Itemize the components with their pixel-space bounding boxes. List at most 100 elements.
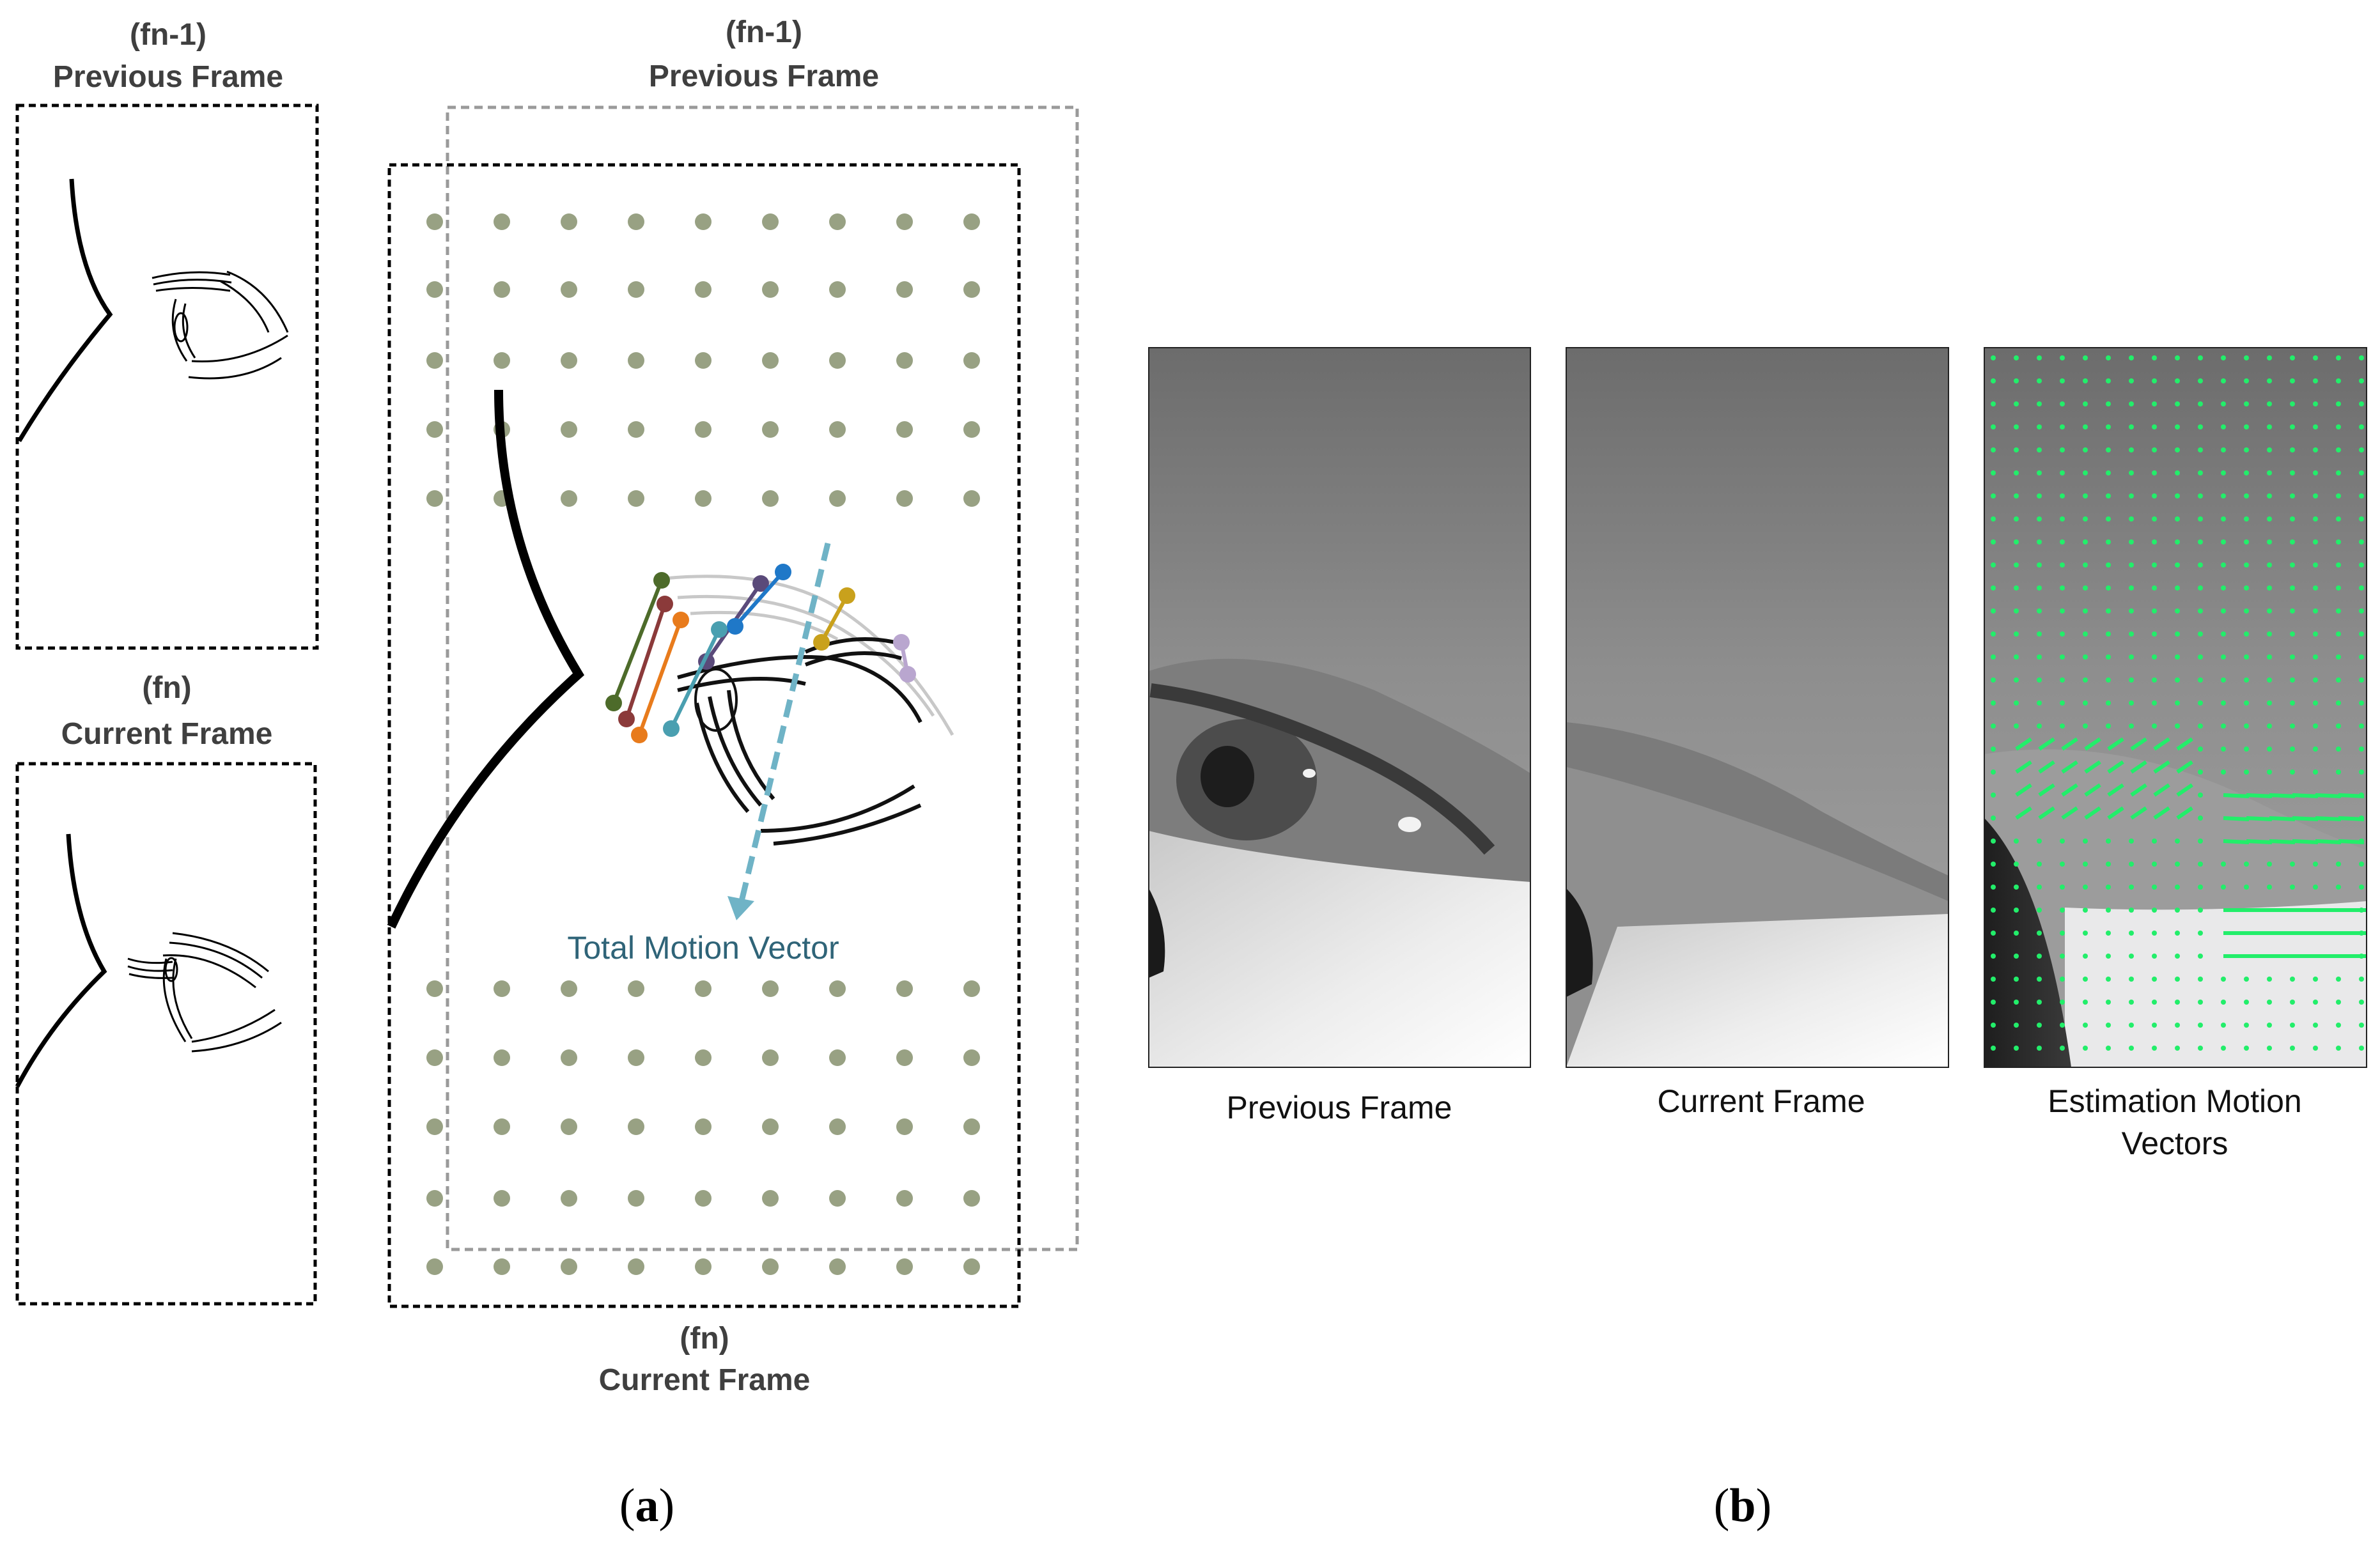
motion-vector-point (2060, 723, 2065, 729)
motion-vector-point (1991, 908, 1996, 913)
motion-vector-point (2083, 700, 2088, 706)
small-current-frame-box (15, 762, 317, 1306)
motion-vector-point (2152, 677, 2157, 683)
motion-vector-point (2175, 908, 2180, 913)
motion-vector (2176, 760, 2193, 774)
grid-dot (494, 352, 510, 369)
motion-vector (2292, 816, 2319, 821)
motion-vector-point (2290, 1000, 2295, 1005)
motion-vector-point (2244, 493, 2249, 499)
grid-dot (628, 1190, 644, 1207)
motion-vector-point (2244, 677, 2249, 683)
motion-vector-point (2129, 424, 2134, 429)
motion-vector-point (1991, 562, 1996, 568)
grid-dot (963, 1190, 980, 1207)
motion-vector-point (2290, 355, 2295, 360)
motion-vector-point (2359, 654, 2364, 660)
motion-vector-point (2221, 424, 2226, 429)
grid-dot (561, 352, 577, 369)
motion-vector-point (2106, 447, 2111, 452)
motion-vector-point (2037, 885, 2042, 890)
estimation-caption-line2: Vectors (2122, 1125, 2228, 1161)
motion-vector-point (2129, 539, 2134, 545)
motion-vector-point (2106, 862, 2111, 867)
motion-vector-point (2175, 401, 2180, 406)
motion-vector-point (2198, 631, 2203, 637)
motion-vector-point (2198, 424, 2203, 429)
motion-vector (2153, 737, 2170, 751)
motion-vector-point (2290, 516, 2295, 522)
motion-vector-point (2267, 654, 2272, 660)
motion-vector-point (2244, 516, 2249, 522)
feature-track-end (813, 634, 830, 651)
motion-vector-point (2290, 401, 2295, 406)
motion-vector-point (2198, 447, 2203, 452)
motion-vector-point (2060, 839, 2065, 844)
grid-dot (426, 1118, 443, 1135)
motion-vector-point (1991, 792, 1996, 798)
motion-vector-point (2175, 977, 2180, 982)
motion-vector-point (2198, 931, 2203, 936)
motion-vector-point (2221, 631, 2226, 637)
motion-vector-point (2290, 493, 2295, 499)
motion-vector-point (1991, 769, 1996, 775)
motion-vector-point (2336, 723, 2341, 729)
motion-vector-point (2221, 447, 2226, 452)
big-eye-sketch (387, 389, 954, 929)
grid-dot (896, 421, 913, 438)
motion-vector-point (2313, 1000, 2318, 1005)
feature-track-end (631, 727, 648, 743)
motion-vector-point (2014, 631, 2019, 637)
grid-dot (762, 490, 779, 507)
motion-vector-point (2313, 608, 2318, 614)
motion-vector-point (2313, 977, 2318, 982)
motion-vector-point (2175, 493, 2180, 499)
motion-vector-point (2083, 401, 2088, 406)
small-current-frame: (fn) Current Frame (15, 671, 317, 1306)
motion-vector-point (2129, 654, 2134, 660)
motion-vector-point (2244, 470, 2249, 475)
motion-vector (2315, 793, 2342, 798)
motion-vector-point (2037, 654, 2042, 660)
estimation-motion-vectors-photo (1984, 347, 2367, 1068)
motion-vector (2246, 816, 2273, 821)
motion-vector-point (2175, 355, 2180, 360)
motion-vector-point (2267, 1023, 2272, 1028)
grid-dot (963, 213, 980, 230)
motion-vector-point (2060, 931, 2065, 936)
motion-vector-point (2175, 700, 2180, 706)
motion-vector-point (2244, 746, 2249, 752)
motion-vector (2107, 737, 2124, 751)
motion-vector-point (2152, 401, 2157, 406)
motion-vector-point (2014, 654, 2019, 660)
motion-vector (2038, 806, 2055, 820)
motion-vector-point (2198, 401, 2203, 406)
grid-dot (426, 213, 443, 230)
motion-vector-point (2313, 355, 2318, 360)
motion-vector-point (2175, 954, 2180, 959)
motion-vector-point (2198, 470, 2203, 475)
motion-vector-point (1991, 516, 1996, 522)
grid-dot (494, 281, 510, 298)
motion-vector-point (2060, 608, 2065, 614)
motion-vector-point (2152, 447, 2157, 452)
grid-dot (561, 1049, 577, 1066)
motion-vector-point (2198, 539, 2203, 545)
motion-vector-point (2244, 631, 2249, 637)
motion-vector (2130, 737, 2147, 751)
motion-vector-point (2129, 839, 2134, 844)
motion-vector-point (2152, 954, 2157, 959)
motion-vector-point (2152, 539, 2157, 545)
motion-vector-point (2129, 1046, 2134, 1051)
motion-vector-point (2175, 677, 2180, 683)
motion-vector-point (2313, 677, 2318, 683)
motion-vector-point (2129, 585, 2134, 591)
motion-vector-point (2129, 355, 2134, 360)
grid-dot (494, 1258, 510, 1275)
motion-vector-point (2129, 516, 2134, 522)
motion-vector (2292, 793, 2319, 798)
motion-vector-point (2083, 839, 2088, 844)
motion-vector-point (2083, 447, 2088, 452)
motion-vector (2315, 839, 2342, 844)
motion-vector-point (2014, 700, 2019, 706)
